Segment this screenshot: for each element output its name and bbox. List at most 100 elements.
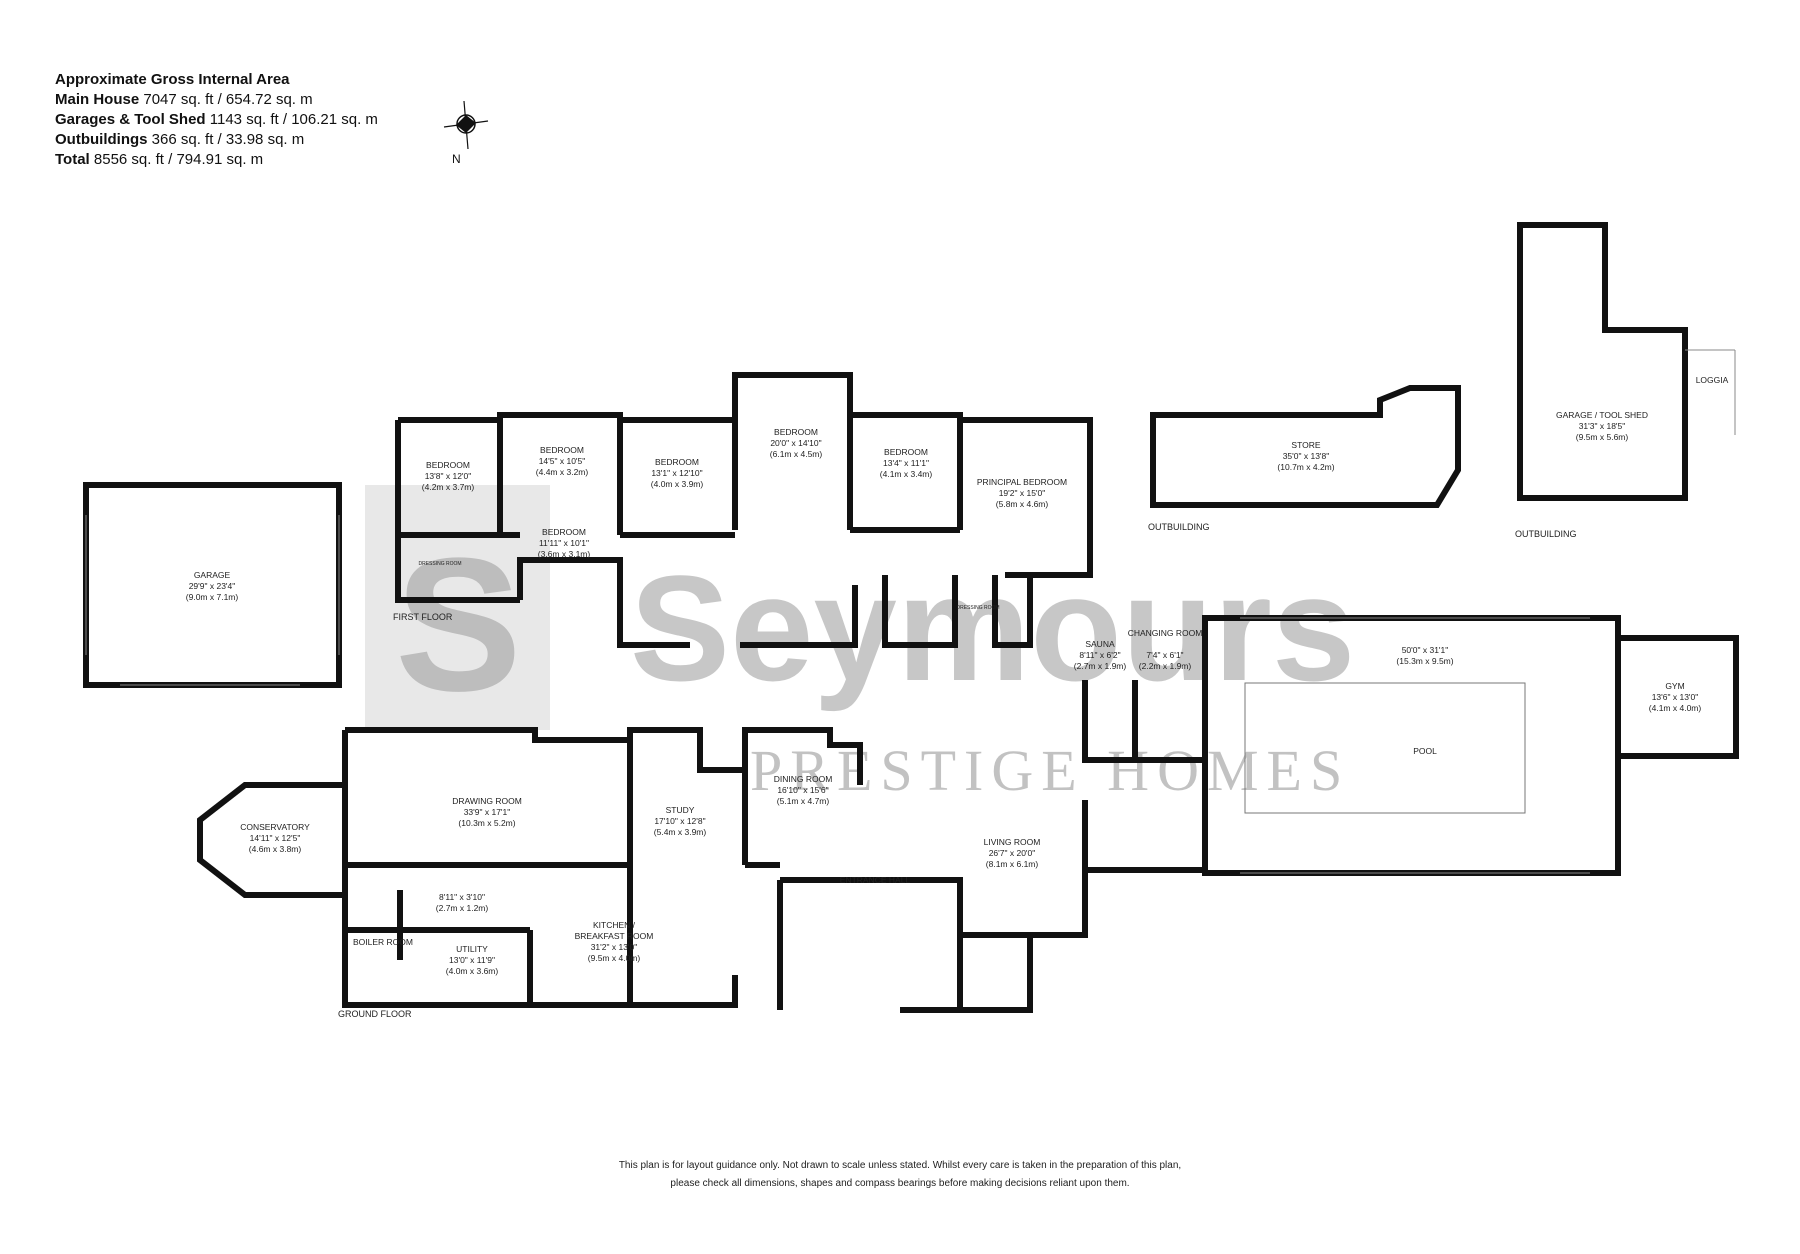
watermark-tagline: PRESTIGE HOMES (750, 738, 1350, 803)
disclaimer-line-2: please check all dimensions, shapes and … (670, 1178, 1130, 1189)
gym-name: GYM (1665, 681, 1684, 691)
bedroom-1-name: BEDROOM (426, 460, 470, 470)
bedroom-3-imperial: 13'1" x 12'10" (651, 468, 702, 478)
bedroom-6-metric: (3.6m x 3.1m) (538, 549, 591, 559)
bedroom-4-metric: (6.1m x 4.5m) (770, 449, 823, 459)
watermark-monogram: S (395, 519, 522, 731)
compass-icon: N (438, 97, 498, 167)
utility-name: UTILITY (456, 944, 488, 954)
study-metric: (5.4m x 3.9m) (654, 827, 707, 837)
kitchen-imperial: 31'2" x 13'0" (591, 942, 638, 952)
bedroom-5-metric: (4.1m x 3.4m) (880, 469, 933, 479)
pool-basin (1244, 682, 1526, 814)
drawing-room-metric: (10.3m x 5.2m) (458, 818, 515, 828)
area-label: Main House (55, 91, 140, 108)
area-row-outbuildings: Outbuildings 366 sq. ft / 33.98 sq. m (55, 130, 378, 150)
principal-bedroom-imperial: 19'2" x 15'0" (999, 488, 1046, 498)
kitchen-name: KITCHEN / (593, 920, 636, 930)
area-row-garages: Garages & Tool Shed 1143 sq. ft / 106.21… (55, 110, 378, 130)
ground-floor-label: GROUND FLOOR (338, 1009, 412, 1019)
walls (83, 222, 1739, 1013)
conservatory-walls (197, 782, 348, 898)
garage-left-imperial: 29'9" x 23'4" (189, 581, 236, 591)
outbuilding-store-label: OUTBUILDING (1148, 522, 1210, 532)
area-value: 366 sq. ft / 33.98 sq. m (151, 131, 305, 148)
watermark: S Seymours PRESTIGE HOMES (365, 485, 1355, 803)
principal-bedroom-name: PRINCIPAL BEDROOM (977, 477, 1067, 487)
dining-room-metric: (5.1m x 4.7m) (777, 796, 830, 806)
area-value: 8556 sq. ft / 794.91 sq. m (93, 151, 264, 168)
kitchen-name-2: BREAKFAST ROOM (575, 931, 654, 941)
bedroom-3-name: BEDROOM (655, 457, 699, 467)
drawing-room-imperial: 33'9" x 17'1" (464, 807, 511, 817)
floor-labels: FIRST FLOOR GROUND FLOOR OUTBUILDING OUT… (338, 522, 1577, 1019)
garage-left-metric: (9.0m x 7.1m) (186, 592, 239, 602)
windows (85, 349, 1736, 874)
bedroom-6-imperial: 11'11" x 10'1" (539, 538, 589, 548)
store-metric: (10.7m x 4.2m) (1277, 462, 1334, 472)
pool-imperial: 50'0" x 31'1" (1402, 645, 1449, 655)
bedroom-5-name: BEDROOM (884, 447, 928, 457)
conservatory-imperial: 14'11" x 12'5" (250, 833, 301, 843)
area-heading: Approximate Gross Internal Area (55, 71, 290, 88)
bedroom-2-name: BEDROOM (540, 445, 584, 455)
dining-room-imperial: 16'10" x 15'6" (777, 785, 828, 795)
bedroom-4-imperial: 20'0" x 14'10" (770, 438, 821, 448)
gym-imperial: 13'6" x 13'0" (1652, 692, 1699, 702)
small-store-imperial: 8'11" x 3'10" (439, 892, 485, 902)
bedroom-5-imperial: 13'4" x 11'1" (883, 458, 929, 468)
small-store-metric: (2.7m x 1.2m) (436, 903, 489, 913)
first-floor-walls (395, 420, 520, 603)
sauna-imperial: 8'11" x 6'2" (1079, 650, 1120, 660)
area-label: Outbuildings (55, 131, 148, 148)
area-row-main-house: Main House 7047 sq. ft / 654.72 sq. m (55, 90, 378, 110)
bedroom-4-name: BEDROOM (774, 427, 818, 437)
changing-room-imperial: 7'4" x 6'1" (1146, 650, 1183, 660)
study-name: STUDY (666, 805, 695, 815)
store-imperial: 35'0" x 13'8" (1283, 451, 1330, 461)
gym-walls (1615, 635, 1739, 759)
outbuilding-garage-label: OUTBUILDING (1515, 529, 1577, 539)
garage-shed-imperial: 31'3" x 18'5" (1579, 421, 1626, 431)
bedroom-2-metric: (4.4m x 3.2m) (536, 467, 589, 477)
boiler-room-name: BOILER ROOM (353, 937, 413, 947)
loggia-name: LOGGIA (1696, 375, 1729, 385)
area-label: Garages & Tool Shed (55, 111, 206, 128)
garage-shed-name: GARAGE / TOOL SHED (1556, 410, 1648, 420)
store-name: STORE (1291, 440, 1320, 450)
area-label: Total (55, 151, 90, 168)
dining-room-name: DINING ROOM (774, 774, 833, 784)
changing-room-metric: (2.2m x 1.9m) (1139, 661, 1192, 671)
gym-metric: (4.1m x 4.0m) (1649, 703, 1702, 713)
changing-room-name: CHANGING ROOM (1128, 628, 1203, 638)
pool-name: POOL (1413, 746, 1437, 756)
garage-shed-walls (1517, 222, 1688, 501)
conservatory-name: CONSERVATORY (240, 822, 310, 832)
room-labels: GARAGE 29'9" x 23'4" (9.0m x 7.1m) BEDRO… (186, 375, 1729, 976)
area-row-total: Total 8556 sq. ft / 794.91 sq. m (55, 150, 378, 170)
compass-north-label: N (452, 152, 461, 166)
sauna-name: SAUNA (1085, 639, 1115, 649)
conservatory-metric: (4.6m x 3.8m) (249, 844, 302, 854)
area-value: 7047 sq. ft / 654.72 sq. m (143, 91, 313, 108)
bedroom-1-metric: (4.2m x 3.7m) (422, 482, 475, 492)
disclaimer-line-1: This plan is for layout guidance only. N… (618, 1160, 1182, 1171)
entrance-hall-name: ENTRANCE HALL (840, 875, 911, 885)
study-imperial: 17'10" x 12'8" (654, 816, 705, 826)
utility-metric: (4.0m x 3.6m) (446, 966, 499, 976)
dressing-room-1: DRESSING ROOM (418, 561, 461, 567)
garage-shed-metric: (9.5m x 5.6m) (1576, 432, 1629, 442)
pool-metric: (15.3m x 9.5m) (1396, 656, 1453, 666)
living-room-name: LIVING ROOM (984, 837, 1041, 847)
first-floor-label: FIRST FLOOR (393, 612, 453, 622)
bedroom-6-name: BEDROOM (542, 527, 586, 537)
garage-left-name: GARAGE (194, 570, 231, 580)
dressing-room-2: DRESSING ROOM (956, 605, 999, 611)
bedroom-3-metric: (4.0m x 3.9m) (651, 479, 704, 489)
gross-area-summary: Approximate Gross Internal Area Main Hou… (55, 70, 378, 170)
kitchen-metric: (9.5m x 4.0m) (588, 953, 641, 963)
store-walls (1150, 385, 1461, 508)
utility-imperial: 13'0" x 11'9" (449, 955, 495, 965)
living-room-imperial: 26'7" x 20'0" (989, 848, 1036, 858)
